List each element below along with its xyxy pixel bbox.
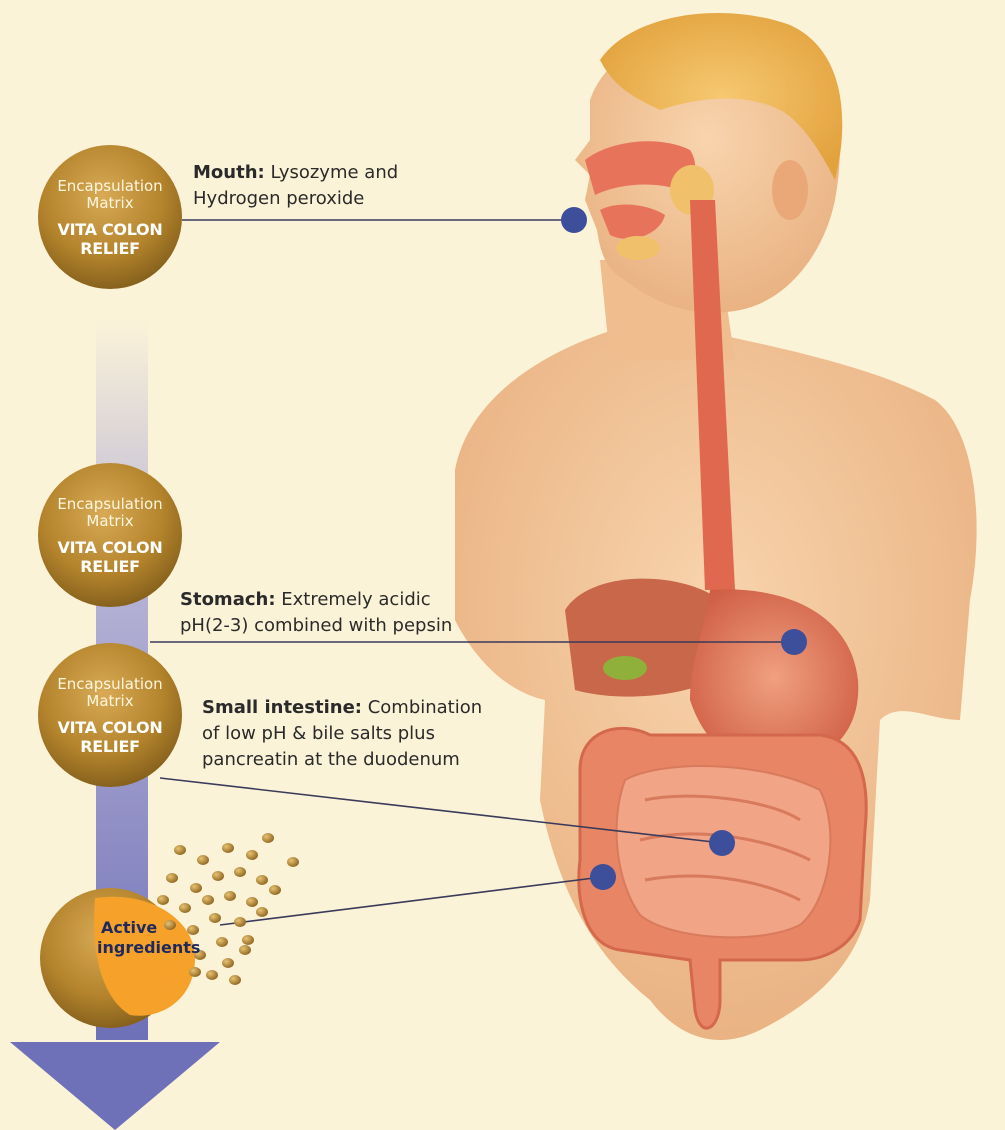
active-ingredients-label: Active ingredients xyxy=(97,918,200,958)
mouth-label-line1: Lysozyme and xyxy=(265,162,398,183)
capsule-stomach-text: Encapsulation Matrix VITA COLON RELIEF xyxy=(38,496,182,576)
capsule-brand-line2: RELIEF xyxy=(38,239,182,258)
capsule-brand-line1: VITA COLON xyxy=(38,538,182,557)
small-intestine-label-line3: pancreatin at the duodenum xyxy=(202,747,482,773)
stomach-label: Stomach: Extremely acidic pH(2-3) combin… xyxy=(180,587,452,639)
capsule-matrix-line1: Encapsulation xyxy=(38,496,182,513)
mouth-label-title: Mouth: xyxy=(193,162,265,183)
mouth-label-line2: Hydrogen peroxide xyxy=(193,186,398,212)
stomach-label-title: Stomach: xyxy=(180,589,276,610)
capsule-matrix-line2: Matrix xyxy=(38,195,182,212)
small-intestine-label-line1: Combination xyxy=(362,697,482,718)
small-intestine-label-title: Small intestine: xyxy=(202,697,362,718)
active-ingredients-capsule xyxy=(40,888,195,1028)
mouth-marker xyxy=(561,207,587,233)
capsule-matrix-line1: Encapsulation xyxy=(38,676,182,693)
stomach-label-line1: Extremely acidic xyxy=(276,589,431,610)
stomach-label-line2: pH(2-3) combined with pepsin xyxy=(180,613,452,639)
capsule-intestine-text: Encapsulation Matrix VITA COLON RELIEF xyxy=(38,676,182,756)
stomach-marker xyxy=(781,629,807,655)
colon-marker xyxy=(590,864,616,890)
active-line2: ingredients xyxy=(97,938,200,958)
small-intestine-label-line2: of low pH & bile salts plus xyxy=(202,721,482,747)
capsule-mouth-text: Encapsulation Matrix VITA COLON RELIEF xyxy=(38,178,182,258)
small-intestine-label: Small intestine: Combination of low pH &… xyxy=(202,695,482,773)
capsule-matrix-line2: Matrix xyxy=(38,693,182,710)
intestine-marker xyxy=(709,830,735,856)
capsule-brand-line1: VITA COLON xyxy=(38,718,182,737)
capsule-brand-line2: RELIEF xyxy=(38,737,182,756)
capsule-matrix-line1: Encapsulation xyxy=(38,178,182,195)
mouth-label: Mouth: Lysozyme and Hydrogen peroxide xyxy=(193,160,398,212)
active-line1: Active xyxy=(97,918,200,938)
capsule-brand-line2: RELIEF xyxy=(38,557,182,576)
active-connector xyxy=(220,877,602,925)
capsule-matrix-line2: Matrix xyxy=(38,513,182,530)
capsule-brand-line1: VITA COLON xyxy=(38,220,182,239)
